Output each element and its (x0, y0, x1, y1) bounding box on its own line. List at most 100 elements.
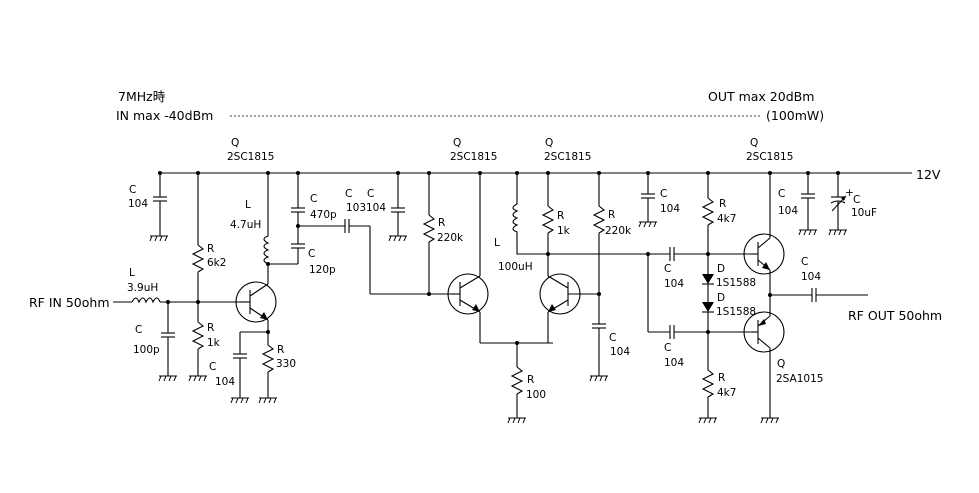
label-r-tail: R (527, 374, 534, 386)
label-l-input: L (129, 267, 135, 279)
value-q1: 2SC1815 (227, 151, 274, 163)
label-c-103: C (345, 188, 352, 200)
rf-out-label: RF OUT 50ohm (848, 308, 942, 323)
label-c-emitter-q1: C (209, 361, 216, 373)
value-c-driver-top: 104 (664, 278, 684, 290)
label-c-input-shunt: C (135, 324, 142, 336)
label-q5: Q (777, 358, 785, 370)
label-q2: Q (453, 137, 461, 149)
value-c-103: 103 (346, 202, 366, 214)
label-c-bypass-b: C (367, 188, 374, 200)
ground-symbol (188, 375, 207, 382)
supply-label: 12V (916, 167, 941, 182)
input-max-level: IN max -40dBm (116, 108, 213, 123)
value-r-220k-b: 220k (605, 225, 632, 237)
resistor-4k7-bottom (701, 332, 715, 418)
transistor-q4 (743, 233, 785, 275)
diode-top (702, 254, 714, 302)
value-l-100uh: 100uH (498, 261, 533, 273)
ground-symbol (388, 235, 407, 242)
capacitor-driver-bottom (669, 325, 751, 339)
value-r-bias-top: 6k2 (207, 257, 226, 269)
label-r-bias-bottom: R (207, 322, 214, 334)
capacitor-tank-470p (291, 173, 305, 244)
inductor-input (131, 297, 161, 304)
value-c-120p: 120p (309, 264, 336, 276)
capacitor-bypass-c (641, 173, 655, 222)
capacitor-tank-120p (291, 243, 305, 264)
label-c-10uf: C (853, 194, 860, 206)
value-r-220k-a: 220k (437, 232, 464, 244)
resistor-bias-top (191, 173, 205, 302)
label-c-input-bypass: C (129, 184, 136, 196)
value-c-input-bypass: 104 (128, 198, 148, 210)
value-c-input-shunt: 100p (133, 344, 160, 356)
value-c-emitter-q1: 104 (215, 376, 235, 388)
value-r-4k7-bottom: 4k7 (717, 387, 736, 399)
output-max-level: OUT max 20dBm (708, 89, 814, 104)
ground-symbol (698, 417, 717, 424)
resistor-4k7-top (701, 173, 715, 254)
label-r-220k-b: R (608, 209, 615, 221)
value-c-q3-base: 104 (610, 346, 630, 358)
label-r-4k7-bottom: R (718, 372, 725, 384)
capacitor-output-bypass (801, 173, 815, 230)
ground-symbol (258, 397, 277, 404)
value-l-tank: 4.7uH (230, 219, 261, 231)
capacitor-coupling-103 (344, 219, 450, 295)
value-d-bottom: 1S1588 (716, 306, 756, 318)
label-c-120p: C (308, 248, 315, 260)
rf-in-label: RF IN 50ohm (29, 295, 110, 310)
label-c-driver-top: C (664, 263, 671, 275)
diode-bottom (702, 302, 714, 332)
label-d-bottom: D (717, 292, 725, 304)
resistor-220k-b (592, 173, 606, 324)
value-r-1k-b: 1k (557, 225, 571, 237)
label-c-output-bypass: C (778, 188, 785, 200)
capacitor-input-bypass (153, 173, 167, 236)
ground-symbol (230, 397, 249, 404)
label-l-tank: L (245, 199, 251, 211)
label-r-bias-top: R (207, 243, 214, 255)
resistor-tail (510, 343, 524, 418)
label-c-output: C (801, 256, 808, 268)
label-c-driver-bottom: C (664, 342, 671, 354)
value-l-input: 3.9uH (127, 282, 158, 294)
ground-symbol (828, 229, 847, 236)
resistor-bias-bottom (191, 302, 205, 376)
capacitor-q3-base (592, 323, 606, 376)
capacitor-input-shunt (161, 302, 175, 376)
capacitor-emitter-q1 (233, 332, 247, 398)
value-r-4k7-top: 4k7 (717, 213, 736, 225)
ground-symbol (507, 417, 526, 424)
label-r-4k7-top: R (719, 198, 726, 210)
value-c-bypass-b: 104 (366, 202, 386, 214)
ground-symbol (798, 229, 817, 236)
label-c-bypass-c: C (660, 188, 667, 200)
ground-symbol (638, 221, 657, 228)
value-q3: 2SC1815 (544, 151, 591, 163)
value-c-output: 104 (801, 271, 821, 283)
capacitor-electrolytic-10uf: + (830, 173, 854, 230)
value-r-tail: 100 (526, 389, 546, 401)
resistor-220k-a (422, 173, 436, 294)
inductor-100uh (512, 173, 640, 255)
value-q4: 2SC1815 (746, 151, 793, 163)
label-d-top: D (717, 263, 725, 275)
transistor-q5 (743, 311, 785, 353)
label-l-100uh: L (494, 237, 500, 249)
inductor-tank (263, 173, 270, 265)
label-q1: Q (231, 137, 239, 149)
capacitor-output (811, 288, 868, 302)
resistor-emitter-q1 (261, 332, 275, 398)
output-max-mw: (100mW) (766, 108, 824, 123)
label-c-470p: C (310, 193, 317, 205)
value-q5: 2SA1015 (776, 373, 823, 385)
label-c-q3-base: C (609, 332, 616, 344)
transistor-q2 (447, 273, 489, 315)
label-r-1k-b: R (557, 210, 564, 222)
freq-note: 7MHz時 (118, 89, 166, 104)
value-r-bias-bottom: 1k (207, 337, 221, 349)
resistor-1k-b (541, 173, 555, 254)
